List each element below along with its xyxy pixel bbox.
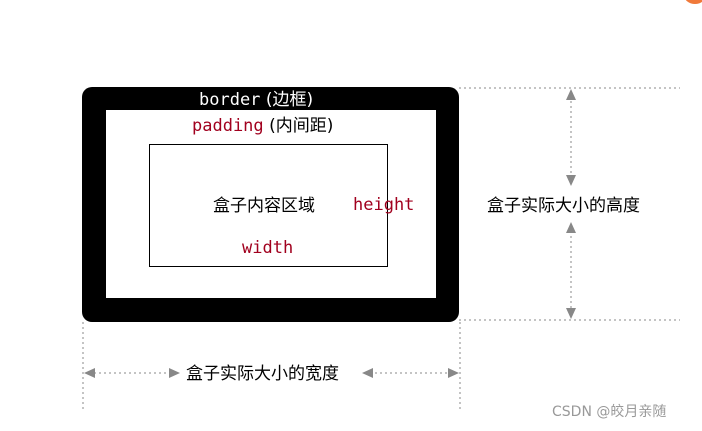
- padding-note: (内间距): [269, 116, 334, 136]
- height-arrowhead-mid-down: [566, 222, 576, 233]
- accent-dot: [684, 0, 702, 4]
- width-arrowhead-left: [84, 368, 95, 378]
- padding-label: padding (内间距): [192, 116, 333, 136]
- padding-keyword: padding: [192, 116, 264, 136]
- content-label: 盒子内容区域: [213, 196, 315, 216]
- border-label: border (边框): [199, 90, 313, 110]
- height-arrowhead-top: [566, 89, 576, 100]
- width-label: width: [242, 238, 294, 258]
- border-keyword: border: [199, 90, 261, 110]
- actual-height-label: 盒子实际大小的高度: [487, 196, 640, 216]
- watermark: CSDN @皎月亲随: [552, 404, 667, 420]
- width-arrowhead-mid-left: [169, 368, 180, 378]
- height-label: height: [353, 195, 415, 215]
- height-arrowhead-mid-up: [566, 175, 576, 186]
- border-note: (边框): [265, 90, 314, 110]
- height-arrowhead-bottom: [566, 308, 576, 319]
- width-arrowhead-right: [448, 368, 459, 378]
- actual-width-label: 盒子实际大小的宽度: [186, 364, 339, 384]
- width-arrowhead-mid-right: [362, 368, 373, 378]
- content-area: [149, 144, 388, 267]
